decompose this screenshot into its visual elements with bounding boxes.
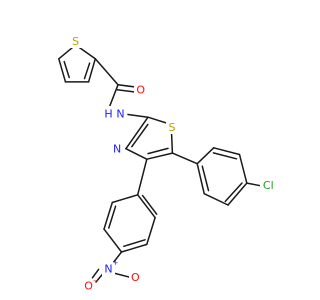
bond (227, 182, 248, 206)
atom-label-o-carbonyl: O (136, 83, 145, 96)
bond (141, 194, 158, 215)
bond (212, 147, 241, 156)
bond (123, 239, 146, 248)
atom-label-s-thiophene: S (72, 35, 79, 48)
bond (63, 60, 70, 79)
atom-label-s-thiazole: S (169, 121, 176, 134)
thiazole-ring (125, 116, 174, 160)
atom-label-o-nitro-right: O (131, 271, 140, 284)
bond (120, 243, 148, 253)
bond (212, 152, 238, 160)
bond (203, 192, 229, 206)
bond (111, 251, 123, 265)
bond (146, 152, 174, 160)
bond (171, 152, 198, 165)
bond (224, 182, 243, 203)
bond (83, 62, 91, 80)
atom-label-n-nh: N (116, 107, 124, 120)
bond (136, 158, 148, 196)
bond (103, 228, 123, 253)
atom-label-h-nh: H (104, 107, 112, 120)
bond (125, 147, 148, 160)
bond (136, 194, 156, 219)
atom-label-n-nitro: N (104, 263, 112, 276)
bond (201, 165, 210, 192)
atom-label-n-thiazole: N (113, 142, 121, 155)
bond (127, 113, 149, 118)
bond (112, 272, 130, 278)
bond (125, 116, 149, 150)
bond (238, 153, 248, 184)
bond (94, 58, 119, 86)
atom-labels: S O H N S N Cl N + O O − (69, 34, 278, 293)
bond (107, 84, 119, 110)
bond (147, 147, 169, 155)
amide-group (94, 58, 137, 110)
bond (108, 205, 117, 229)
bond (103, 201, 114, 230)
molecule-structure-diagram: S O H N S N Cl N + O O − (58, 34, 278, 293)
bond (91, 268, 100, 279)
bond (146, 216, 156, 246)
thiophene-ring (58, 44, 97, 83)
bond (111, 194, 139, 204)
bond (117, 84, 137, 88)
bond (116, 88, 136, 93)
atom-charge-n-nitro: + (113, 259, 119, 267)
bond (196, 162, 205, 195)
atom-label-o-nitro-left: O (84, 280, 93, 293)
bond (87, 58, 97, 83)
chlorophenyl-ring (171, 147, 264, 206)
bond (196, 147, 215, 165)
bond (131, 123, 149, 148)
atom-label-cl: Cl (263, 179, 274, 192)
bond (58, 58, 67, 83)
nitrophenyl-ring (103, 158, 158, 265)
atom-charge-o-nitro-left: − (93, 277, 99, 285)
